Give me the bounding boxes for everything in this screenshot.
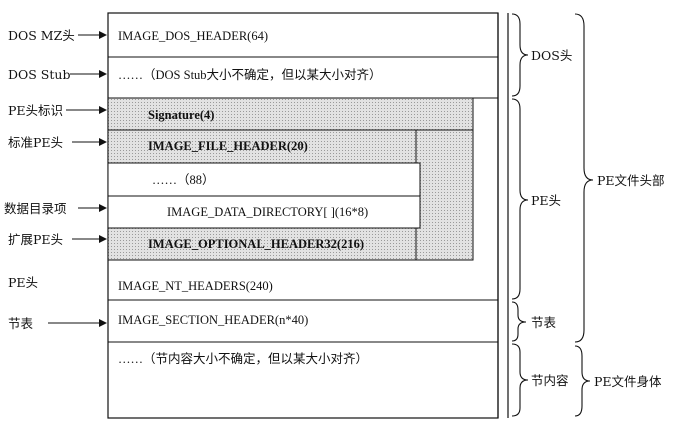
ellipsis-88-text: ……（88） (152, 173, 215, 187)
section-header-text: IMAGE_SECTION_HEADER(n*40) (118, 313, 308, 327)
label-pe-file-body: PE文件身体 (594, 374, 662, 389)
brace-pe-file-head (574, 13, 594, 343)
label-std-pe: 标准PE头 (8, 135, 63, 150)
label-ext-pe: 扩展PE头 (8, 232, 63, 247)
dos-header-text: IMAGE_DOS_HEADER(64) (118, 29, 268, 43)
data-directory-box (107, 195, 421, 229)
file-header-text: IMAGE_FILE_HEADER(20) (148, 139, 308, 153)
ellipsis-88-box (107, 162, 421, 197)
label-pe-file-head: PE文件头部 (597, 173, 665, 188)
label-pe-head-right: PE头 (531, 193, 561, 208)
signature-text: Signature(4) (148, 108, 214, 122)
nt-headers-text: IMAGE_NT_HEADERS(240) (118, 279, 273, 293)
label-pe-signature: PE头标识 (8, 103, 63, 118)
brace-section-content (511, 343, 529, 417)
dos-stub-text: ……（DOS Stub大小不确定，但以某大小对齐） (118, 67, 382, 82)
label-section-content: 节内容 (531, 373, 569, 388)
signature-shade (107, 97, 474, 131)
label-dos-head: DOS头 (531, 48, 572, 63)
brace-pe-file-body (574, 345, 591, 417)
label-dos-stub: DOS Stub (8, 67, 70, 82)
data-directory-text: IMAGE_DATA_DIRECTORY[ ](16*8) (167, 205, 368, 219)
section-body-text: ……（节内容大小不确定，但以某大小对齐） (118, 351, 368, 366)
brace-section-table (511, 301, 527, 342)
brace-pe-head (511, 98, 529, 300)
label-pe-head: PE头 (8, 275, 38, 290)
label-section-table: 节表 (8, 316, 34, 331)
brace-dos-head (511, 13, 529, 97)
optional-header-text: IMAGE_OPTIONAL_HEADER32(216) (148, 237, 364, 251)
label-section-table-right: 节表 (531, 315, 557, 330)
label-dos-mz: DOS MZ头 (8, 28, 75, 43)
label-data-dir: 数据目录项 (4, 201, 67, 216)
